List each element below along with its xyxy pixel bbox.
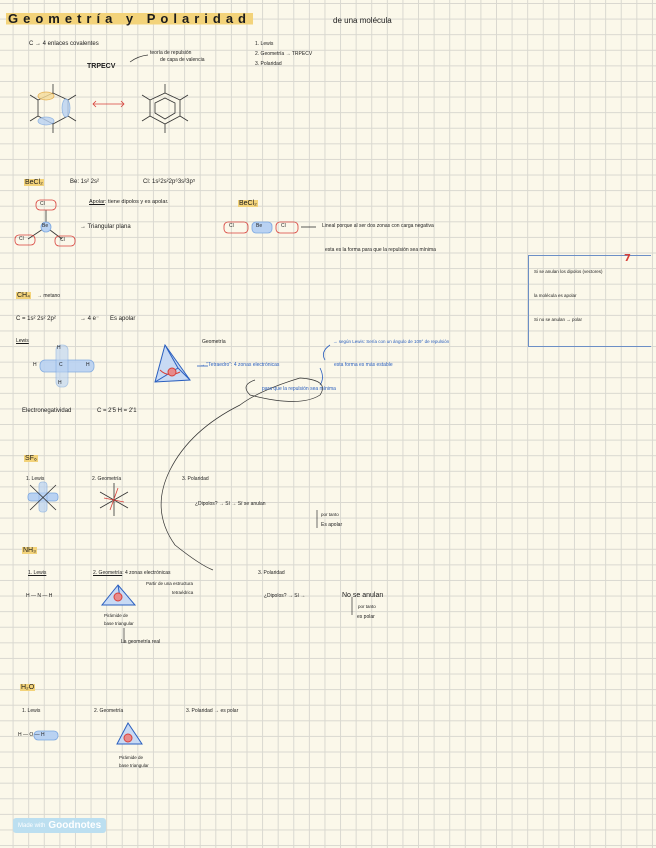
nh3-tetraedrica: tetraédrica (172, 591, 193, 596)
dipole-mark: 7 (624, 254, 631, 264)
nh3-geometria-label: 2. Geometría: 4 zonas electrónicas (93, 571, 171, 576)
atom-h-top: H (57, 346, 61, 351)
ch4-electroneg-label: Electronegatividad (22, 408, 71, 414)
h2o-geometria-label: 2. Geometría (94, 709, 123, 714)
ch4-lewis-label: Lewis (16, 339, 29, 344)
sf6-lewis-drawing (28, 482, 58, 512)
atom-h-bottom: H (58, 381, 62, 386)
becl2-apolar-note: Apolar: tiene dipolos y es apolar. (89, 200, 169, 206)
nh3-partir: Partir de una estructura (146, 582, 193, 587)
title-main: Geometría y Polaridad (6, 11, 253, 26)
nh3-polaridad-label: 3. Polaridad (258, 571, 285, 576)
step-1: 1. Lewis (255, 42, 273, 47)
atom-cl-left: Cl (19, 237, 24, 242)
h2o-lewis-label: 1. Lewis (22, 709, 40, 714)
sf6-question: ¿Dipolos? → Sí → Sí se anulan (195, 502, 266, 507)
becl2-linear-line-1: Lineal porque al ser dos zonas con carga… (322, 224, 434, 229)
trpecv-note-2: de capa de valencia (160, 58, 204, 63)
sf6-geometria-label: 2. Geometría (92, 477, 121, 482)
atom-h-right: H (86, 363, 90, 368)
step-3: 3. Polaridad (255, 62, 282, 67)
ch4-valence: → 4 e⁻ (80, 316, 99, 322)
nh3-heading: NH₃ (22, 547, 37, 554)
ch4-tetra-note-2: esta forma es más estable (334, 363, 393, 368)
step-2: 2. Geometría → TRPECV (255, 52, 312, 57)
atom-cl-top: Cl (40, 202, 45, 207)
nh3-piramide-2: base triangular (104, 622, 134, 627)
sf6-heading: SF₆ (24, 455, 38, 462)
resonance-arrow (93, 101, 124, 107)
becl2-triangular: → Triangular plana (80, 224, 131, 230)
nh3-geo-real: La geometría real (121, 640, 160, 645)
atom-h-left: H (33, 363, 37, 368)
becl2-heading-2: BeCl₂ (238, 200, 258, 207)
atom-be-linear: Be (256, 224, 262, 229)
atom-be: Be (42, 224, 48, 229)
atom-cl-linear-right: Cl (281, 224, 286, 229)
dipole-rule-2: la molécula es apolar (534, 294, 577, 299)
atom-cl-right: Cl (60, 238, 65, 243)
dipole-rule-3: Si no se anulan → polar (534, 318, 582, 323)
ch4-tetra-note: → "Tetraedro": 4 zonas electrónicas (200, 363, 279, 368)
becl2-linear-line-2: esta es la forma para que la repulsión s… (325, 248, 436, 253)
nh3-lewis-label: 1. Lewis (28, 571, 46, 576)
benzene-ring-left (30, 84, 76, 133)
becl2-heading: BeCl₂ (24, 179, 44, 186)
scribble-line (161, 378, 322, 570)
sf6-es-apolar: Es apolar (321, 523, 342, 528)
h2o-lewis-struct: H — O — H (18, 733, 45, 738)
title-sub: de una molécula (333, 17, 392, 25)
nh3-piramide-1: Pirámide de (104, 614, 128, 619)
nh3-por-tanto: por tanto (358, 605, 376, 610)
carbon-bonds-note: C → 4 enlaces covalentes (29, 41, 99, 47)
becl2-linear-drawing (224, 222, 316, 233)
trpecv-label: TRPECV (87, 63, 115, 70)
h2o-polaridad-label: 3. Polaridad → es polar (186, 709, 238, 714)
nh3-question: ¿Dipolos? → Sí → (264, 594, 305, 599)
ch4-repulsion-note: para que la repulsión sea mínima (262, 387, 336, 392)
dipole-rule-box: Si se anulan los dipolos (vectores) la m… (528, 255, 651, 347)
h2o-pyramid-drawing (117, 723, 142, 744)
page-title: Geometría y Polaridad (6, 12, 253, 25)
h2o-heading: H₂O (20, 684, 35, 691)
nh3-pyramid-drawing (102, 585, 135, 605)
h2o-piramide-2: base triangular (119, 764, 149, 769)
ch4-angle-note: → según Lewis: Sería con un ángulo de 10… (333, 340, 449, 345)
ch4-tetrahedron-drawing (155, 345, 190, 382)
ch4-electroneg-values: C = 2'5 H = 2'1 (97, 408, 137, 414)
sf6-lewis-label: 1. Lewis (26, 477, 44, 482)
ch4-config: C = 1s² 2s² 2p² (16, 316, 56, 322)
ch4-heading: CH₄ (16, 292, 31, 299)
benzene-ring-right (142, 84, 188, 133)
dipole-rule-1: Si se anulan los dipolos (vectores) (534, 270, 603, 275)
ch4-geometria-label: Geometría (202, 340, 226, 345)
sf6-por-tanto: por tanto (321, 513, 339, 518)
atom-cl-linear-left: Cl (229, 224, 234, 229)
sf6-polaridad-label: 3. Polaridad (182, 477, 209, 482)
h2o-piramide-1: Pirámide de (119, 756, 143, 761)
nh3-no-anulan: No se anulan (342, 592, 383, 599)
becl2-config-cl: Cl: 1s²2s²2p⁶3s²3p⁵ (143, 179, 195, 185)
sf6-geometry-drawing (100, 483, 128, 516)
trpecv-arrow (130, 55, 148, 62)
made-with-goodnotes-badge[interactable]: Made with Goodnotes (13, 818, 106, 833)
ch4-name: → metano (37, 294, 60, 299)
trpecv-note-1: teoría de repulsión (150, 51, 191, 56)
becl2-config-be: Be: 1s² 2s² (70, 179, 99, 185)
nh3-es-polar: es polar (357, 615, 375, 620)
nh3-lewis-struct: H — N — H (26, 594, 52, 599)
badge-made-with: Made with (18, 823, 45, 829)
badge-brand: Goodnotes (48, 820, 101, 831)
atom-c: C (59, 363, 63, 368)
ch4-apolar: Es apolar (110, 316, 135, 322)
